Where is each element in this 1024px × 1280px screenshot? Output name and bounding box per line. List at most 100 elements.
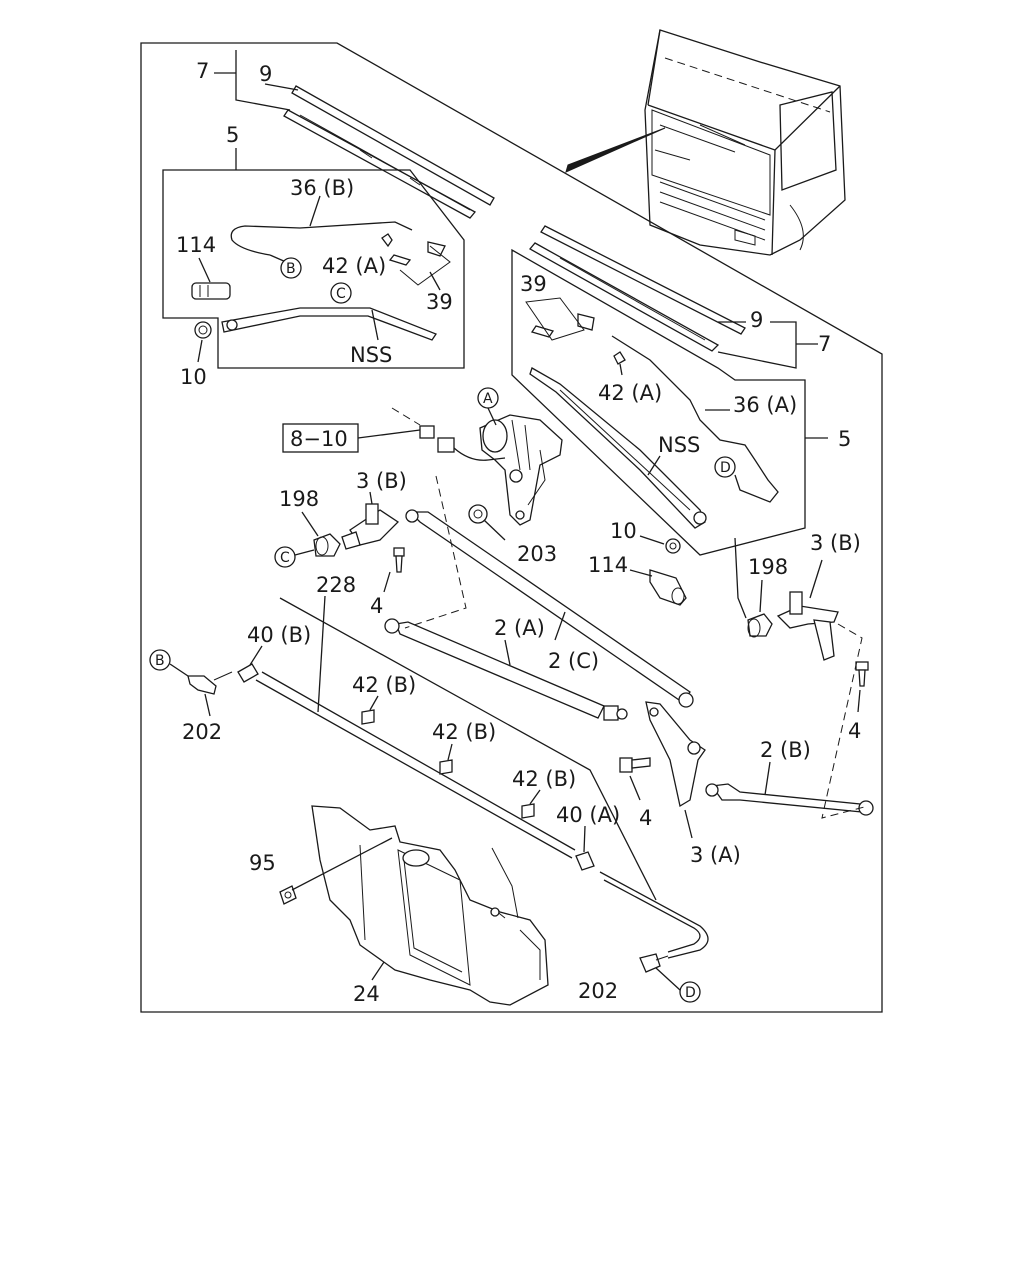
washer-pipe-right — [599, 871, 709, 959]
label-36a: 36 (A) — [733, 393, 797, 417]
ref-c-mid: C — [280, 550, 290, 566]
ref-circle-d-top — [714, 456, 736, 478]
label-2a: 2 (A) — [494, 616, 545, 640]
right-dashed-guide — [821, 623, 869, 819]
ref-b-bottom: B — [155, 653, 165, 669]
label-7-left: 7 — [196, 59, 209, 83]
label-2c: 2 (C) — [548, 649, 599, 673]
ref-d-bottom: D — [685, 985, 696, 1001]
link-2b — [705, 783, 874, 816]
label-10-left: 10 — [180, 365, 207, 389]
label-3b-left: 3 (B) — [356, 469, 407, 493]
link-2a — [384, 618, 628, 721]
left-screw-39 — [388, 241, 451, 286]
right-washer-nozzle — [649, 569, 687, 606]
hose-40a-connector — [575, 851, 595, 871]
link-2c — [405, 509, 694, 708]
right-7-bracket — [717, 321, 818, 369]
label-nss-right: NSS — [658, 433, 700, 457]
right-screw-39 — [525, 297, 595, 341]
label-3b-right: 3 (B) — [810, 531, 861, 555]
tee-joint-202-left — [187, 671, 233, 695]
right-grommet-198 — [747, 613, 773, 638]
label-42a-left: 42 (A) — [322, 254, 386, 278]
label-42b-3: 42 (B) — [512, 767, 576, 791]
label-8-10: 8−10 — [290, 427, 348, 451]
ref-circle-b-bottom — [149, 649, 171, 671]
label-4-a: 4 — [370, 594, 383, 618]
label-36b: 36 (B) — [290, 176, 354, 200]
label-42a-right: 42 (A) — [598, 381, 662, 405]
left-nut-10 — [194, 321, 212, 339]
label-40a: 40 (A) — [556, 803, 620, 827]
ref-circle-b-top — [280, 257, 302, 279]
clip-42b-3 — [521, 803, 535, 819]
label-42b-1: 42 (B) — [352, 673, 416, 697]
washer-pipe-40 — [279, 597, 657, 901]
label-nss-left: NSS — [350, 343, 392, 367]
label-39-right: 39 — [520, 272, 547, 296]
label-114-right: 114 — [588, 553, 628, 577]
nut-203 — [468, 504, 488, 524]
label-4-b: 4 — [848, 719, 861, 743]
motor-connector-harness — [391, 407, 506, 461]
right-pivot-3b — [776, 591, 839, 661]
label-39-left: 39 — [426, 290, 453, 314]
label-228: 228 — [316, 573, 356, 597]
label-5-right: 5 — [838, 427, 851, 451]
left-grommet-198 — [313, 533, 341, 557]
ref-circle-c-mid — [274, 546, 296, 568]
truck-cab-illustration — [565, 29, 846, 256]
left-clip-42a — [381, 233, 393, 248]
label-10-right: 10 — [610, 519, 637, 543]
label-202-right: 202 — [578, 979, 618, 1003]
left-7-bracket — [214, 50, 291, 111]
left-washer-nozzle — [191, 282, 231, 300]
right-washer-hose — [611, 335, 779, 503]
clip-42b-2 — [439, 759, 453, 775]
label-95: 95 — [249, 851, 276, 875]
left-9-leader — [264, 83, 299, 91]
ref-circle-d-bottom — [679, 981, 701, 1003]
washer-hose-228 — [255, 671, 576, 859]
right-wiper-blade — [528, 225, 746, 352]
wiper-motor — [479, 414, 563, 526]
tee-joint-202-right — [639, 953, 669, 973]
ref-d-top: D — [720, 460, 731, 476]
right-wiper-arm — [529, 367, 707, 529]
right-nut-10 — [665, 538, 681, 554]
label-3a: 3 (A) — [690, 843, 741, 867]
hose-40b-connector — [237, 663, 259, 683]
label-9-right: 9 — [750, 308, 763, 332]
right-assembly-box — [511, 248, 806, 556]
label-7-right: 7 — [818, 332, 831, 356]
ref-a: A — [483, 391, 493, 407]
bolt-4-center — [619, 757, 651, 773]
label-5-left: 5 — [226, 123, 239, 147]
label-202-left: 202 — [182, 720, 222, 744]
label-198-right: 198 — [748, 555, 788, 579]
nut-95 — [279, 885, 297, 905]
left-assembly-box — [162, 169, 465, 369]
left-wiper-blade — [283, 85, 495, 219]
label-9-left: 9 — [259, 62, 272, 86]
diagram-frame — [140, 42, 883, 1013]
ref-b-top: B — [286, 261, 296, 277]
washer-tank — [311, 805, 549, 1006]
crank-3a — [645, 701, 706, 808]
label-203: 203 — [517, 542, 557, 566]
link-dashed-guide — [404, 475, 467, 629]
clip-42b-1 — [361, 709, 375, 725]
bolt-4-right — [855, 661, 869, 687]
label-40b: 40 (B) — [247, 623, 311, 647]
label-4-c: 4 — [639, 806, 652, 830]
label-24: 24 — [353, 982, 380, 1006]
ref-circle-c-top — [330, 282, 352, 304]
label-198-left: 198 — [279, 487, 319, 511]
bolt-4-left — [393, 547, 405, 573]
ref-c-top: C — [336, 286, 346, 302]
label-114-left: 114 — [176, 233, 216, 257]
left-pivot-3b — [341, 503, 400, 550]
label-42b-2: 42 (B) — [432, 720, 496, 744]
